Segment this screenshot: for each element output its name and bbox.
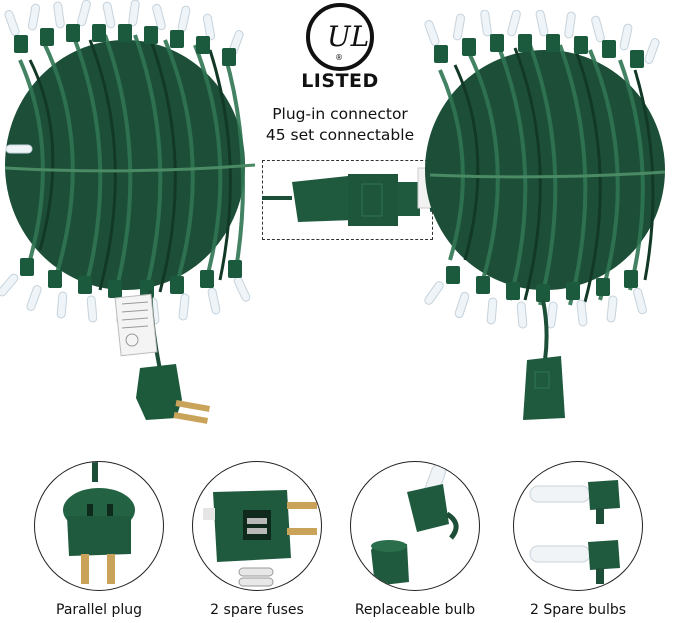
ul-logo-icon: UL ® <box>306 3 374 71</box>
left-light-coil <box>0 0 256 325</box>
parallel-plug-icon <box>63 462 135 584</box>
caption-parallel-plug: Parallel plug <box>56 602 142 618</box>
connector-caption: Plug-in connector 45 set connectable <box>250 104 430 146</box>
spare-bulbs-icon <box>529 480 620 584</box>
listed-label: LISTED <box>301 70 379 92</box>
connector-line-2: 45 set connectable <box>265 126 415 144</box>
feature-circle-spare-bulbs <box>513 461 643 591</box>
caption-replaceable-bulb: Replaceable bulb <box>354 602 476 618</box>
connector-plug-icon <box>262 167 462 226</box>
left-plug-cord <box>114 290 211 424</box>
replaceable-bulb-icon <box>371 464 459 586</box>
caption-spare-fuses: 2 spare fuses <box>210 602 304 618</box>
feature-circle-replaceable-bulb <box>350 461 480 591</box>
svg-text:UL: UL <box>327 20 369 53</box>
feature-circle-spare-fuses <box>192 461 322 591</box>
caption-spare-bulbs: 2 Spare bulbs <box>529 602 627 618</box>
connector-line-1: Plug-in connector <box>272 105 408 123</box>
fuse-plug-icon <box>203 490 317 587</box>
right-light-coil <box>424 10 666 329</box>
end-connector <box>523 300 565 420</box>
feature-circle-parallel-plug <box>34 461 164 591</box>
svg-text:®: ® <box>335 53 343 62</box>
